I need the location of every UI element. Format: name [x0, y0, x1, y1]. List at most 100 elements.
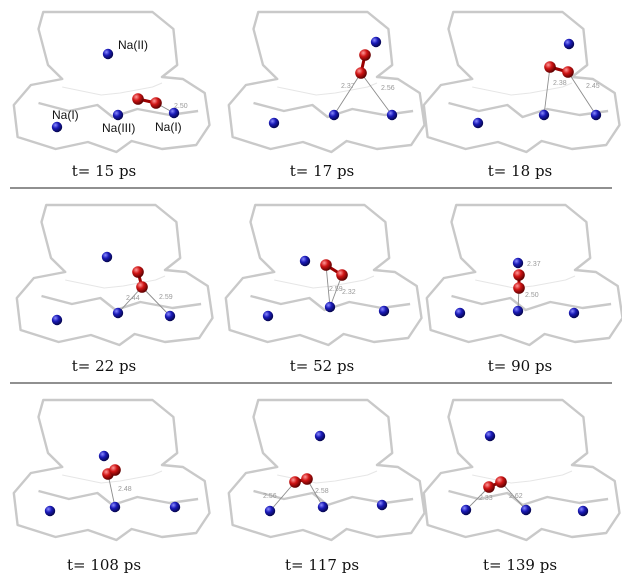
distance-label: 2.50 — [174, 103, 188, 110]
na-o-bond — [269, 481, 296, 512]
distance-label: 2.32 — [342, 289, 356, 296]
oxygen-atom — [544, 61, 556, 73]
framework-inner-edge — [472, 82, 573, 96]
framework-cage — [227, 398, 426, 542]
framework-inner-edge — [62, 82, 163, 96]
oxygen-atom — [150, 97, 162, 109]
sodium-ion — [563, 38, 575, 50]
sodium-ion — [101, 251, 113, 263]
oxygen-atom — [495, 476, 507, 488]
framework-ring — [253, 101, 414, 119]
sodium-ion — [51, 121, 63, 133]
snapshot-panel-2: 2.37 2.56 — [227, 10, 426, 154]
time-caption: t= 139 ps — [483, 556, 557, 574]
sodium-ion — [460, 504, 472, 516]
oxygen-atom — [301, 473, 313, 485]
sodium-ion — [314, 430, 326, 442]
oxygen-atom — [359, 49, 371, 61]
oxygen-atom — [109, 464, 121, 476]
oxygen-atom — [483, 481, 495, 493]
framework-ring — [448, 489, 609, 507]
time-caption: t= 18 ps — [488, 162, 553, 180]
sodium-ion — [324, 301, 336, 313]
na-o-bond — [567, 71, 597, 116]
distance-label: 2.56 — [263, 493, 277, 500]
framework-inner-edge — [277, 82, 378, 96]
snapshot-panel-7: 2.48 — [12, 398, 211, 542]
distance-label: 2.48 — [118, 486, 132, 493]
sodium-ion — [268, 117, 280, 129]
sodium-ion — [386, 109, 398, 121]
sodium-ion — [169, 501, 181, 513]
sodium-ion — [577, 505, 589, 517]
framework-cage — [12, 398, 211, 542]
snapshot-panel-6: 2.37 2.50 — [425, 203, 622, 347]
framework-ring — [41, 294, 202, 312]
na-o-bond — [325, 264, 331, 308]
oxygen-atom — [289, 476, 301, 488]
sodium-ion — [262, 310, 274, 322]
sodium-ion — [484, 430, 496, 442]
time-caption: t= 22 ps — [72, 357, 137, 375]
distance-label: 2.37 — [527, 261, 541, 268]
distance-label: 2.33 — [479, 495, 493, 502]
na-o-bond — [543, 66, 551, 116]
time-caption: t= 90 ps — [488, 357, 553, 375]
distance-label: 2.45 — [586, 83, 600, 90]
sodium-ion — [472, 117, 484, 129]
sodium-ion — [102, 48, 114, 60]
na-o-bond — [333, 72, 362, 116]
na-o-bond — [360, 72, 393, 116]
framework-cage — [425, 203, 622, 347]
sodium-ion — [164, 310, 176, 322]
sodium-ion — [51, 314, 63, 326]
oxygen-atom — [513, 269, 525, 281]
sodium-ion — [112, 307, 124, 319]
distance-label: 2.37 — [341, 83, 355, 90]
framework-cage — [15, 203, 214, 347]
sodium-ion — [376, 499, 388, 511]
framework-inner-edge — [62, 470, 163, 484]
time-caption: t= 15 ps — [72, 162, 137, 180]
snapshot-panel-1: Na(II)Na(I)Na(III)Na(I)2.50 — [12, 10, 211, 154]
sodium-ion — [512, 257, 524, 269]
framework-cage — [227, 10, 426, 154]
distance-label: 2.50 — [525, 292, 539, 299]
framework-ring — [448, 101, 609, 119]
framework-cage — [422, 10, 621, 154]
time-caption: t= 17 ps — [290, 162, 355, 180]
sodium-ion — [264, 505, 276, 517]
time-caption: t= 108 ps — [67, 556, 141, 574]
distance-label: 2.44 — [126, 295, 140, 302]
snapshot-panel-4: 2.44 2.59 — [15, 203, 214, 347]
na-o-bond — [117, 286, 143, 314]
time-caption: t= 52 ps — [290, 357, 355, 375]
oxygen-atom — [336, 269, 348, 281]
sodium-ion — [454, 307, 466, 319]
sodium-ion — [370, 36, 382, 48]
distance-label: 2.59 — [159, 294, 173, 301]
oxygen-atom — [136, 281, 148, 293]
oxygen-atom — [132, 93, 144, 105]
sodium-ion — [538, 109, 550, 121]
time-caption: t= 117 ps — [285, 556, 359, 574]
framework-ring — [451, 294, 612, 312]
site-label: Na(III) — [102, 121, 135, 135]
sodium-ion — [299, 255, 311, 267]
site-label: Na(I) — [52, 108, 79, 122]
sodium-ion — [520, 504, 532, 516]
oxygen-atom — [562, 66, 574, 78]
framework-cage — [12, 10, 211, 154]
oxygen-atom — [320, 259, 332, 271]
sodium-ion — [168, 107, 180, 119]
sodium-ion — [590, 109, 602, 121]
framework-inner-edge — [472, 470, 573, 484]
sodium-ion — [512, 305, 524, 317]
sodium-ion — [568, 307, 580, 319]
framework-cage — [422, 398, 621, 542]
na-o-bond — [500, 481, 527, 511]
distance-label: 2.56 — [381, 85, 395, 92]
